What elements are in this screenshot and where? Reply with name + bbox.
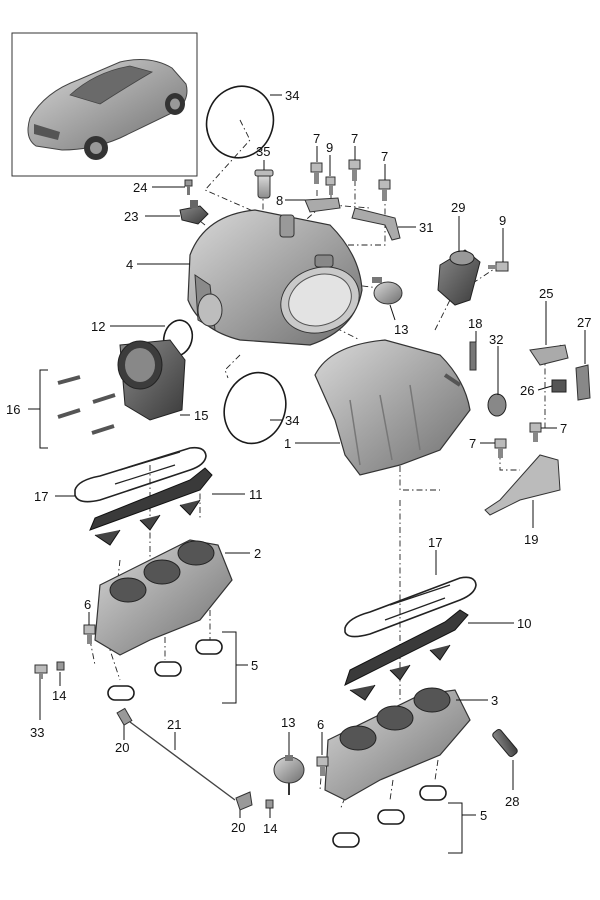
clamp-32	[487, 393, 507, 417]
intake-manifold-1	[314, 339, 471, 476]
label-18: 18	[468, 316, 482, 331]
o-ring-34-lower	[223, 371, 287, 445]
bolt-6-b	[316, 756, 329, 776]
label-9-b: 9	[499, 213, 506, 228]
label-17-left: 17	[34, 489, 48, 504]
bracket-8	[304, 197, 341, 213]
bolt-7-a	[310, 162, 323, 184]
vehicle-inset	[11, 32, 198, 177]
gasket-5-right	[332, 785, 447, 848]
screw-24	[184, 179, 193, 195]
label-6-left: 6	[84, 597, 91, 612]
label-7-e: 7	[560, 421, 567, 436]
label-33: 33	[30, 725, 44, 740]
valve-29	[437, 249, 481, 306]
label-3: 3	[491, 693, 498, 708]
label-1: 1	[284, 436, 291, 451]
label-21: 21	[167, 717, 181, 732]
sensor-23	[179, 200, 209, 225]
bolt-9-a	[325, 176, 336, 195]
label-14-right: 14	[263, 821, 277, 836]
hose-21	[116, 707, 253, 811]
gasket-5-left	[107, 639, 223, 701]
runner-2	[94, 539, 233, 656]
label-26: 26	[520, 383, 534, 398]
bolt-18	[469, 341, 477, 371]
bolt-35	[254, 169, 274, 199]
label-34-upper: 34	[285, 88, 299, 103]
bolt-7-d	[494, 438, 507, 458]
clip-26	[551, 379, 567, 393]
label-9-a: 9	[326, 140, 333, 155]
label-12: 12	[91, 319, 105, 334]
callout-labels: 34 35 7 9 7 7 24 8 23 31 29 9 4 25 27 13…	[6, 88, 591, 836]
bolt-33	[34, 664, 48, 679]
bolt-9-b	[488, 261, 509, 272]
gasket-10	[344, 609, 469, 701]
throttle-body-15	[117, 339, 186, 421]
label-27: 27	[577, 315, 591, 330]
label-24: 24	[133, 180, 147, 195]
label-13-upper: 13	[394, 322, 408, 337]
o-ring-34-upper	[205, 85, 275, 159]
bracket-19	[484, 454, 561, 516]
leader-lines	[28, 94, 586, 854]
label-14-left: 14	[52, 688, 66, 703]
label-7-d: 7	[469, 436, 476, 451]
label-29: 29	[451, 200, 465, 215]
label-5-left: 5	[251, 658, 258, 673]
label-20-left: 20	[115, 740, 129, 755]
clip-14-b	[265, 799, 274, 809]
label-20-right: 20	[231, 820, 245, 835]
label-19: 19	[524, 532, 538, 547]
label-8: 8	[276, 193, 283, 208]
label-15: 15	[194, 408, 208, 423]
label-10: 10	[517, 616, 531, 631]
label-31: 31	[419, 220, 433, 235]
label-25: 25	[539, 286, 553, 301]
gasket-11	[89, 467, 213, 546]
label-11: 11	[249, 487, 263, 502]
bolt-7-c	[378, 179, 391, 201]
label-2: 2	[254, 546, 261, 561]
label-23: 23	[124, 209, 138, 224]
bracket-31	[351, 207, 401, 241]
actuator-13-lower	[273, 755, 305, 795]
bolt-7-e	[529, 422, 542, 442]
bolt-set-16	[57, 375, 116, 435]
sensor-28	[492, 729, 518, 757]
bolt-6-a	[83, 624, 96, 644]
label-34-lower: 34	[285, 413, 299, 428]
label-4: 4	[126, 257, 133, 272]
label-5-right: 5	[480, 808, 487, 823]
label-17-right: 17	[428, 535, 442, 550]
plenum-4	[187, 209, 363, 346]
label-7-a: 7	[313, 131, 320, 146]
actuator-13-upper	[372, 277, 403, 305]
label-7-b: 7	[351, 131, 358, 146]
label-6-right: 6	[317, 717, 324, 732]
clip-14-a	[56, 661, 65, 671]
bracket-25	[529, 344, 569, 366]
label-13-lower: 13	[281, 715, 295, 730]
label-32: 32	[489, 332, 503, 347]
sensor-27	[575, 364, 591, 401]
label-35: 35	[256, 144, 270, 159]
bolt-7-b	[348, 159, 361, 181]
gasket-17-left	[74, 446, 207, 503]
label-16: 16	[6, 402, 20, 417]
label-7-c: 7	[381, 149, 388, 164]
gasket-17-right	[344, 576, 477, 638]
label-28: 28	[505, 794, 519, 809]
runner-3	[324, 687, 471, 801]
